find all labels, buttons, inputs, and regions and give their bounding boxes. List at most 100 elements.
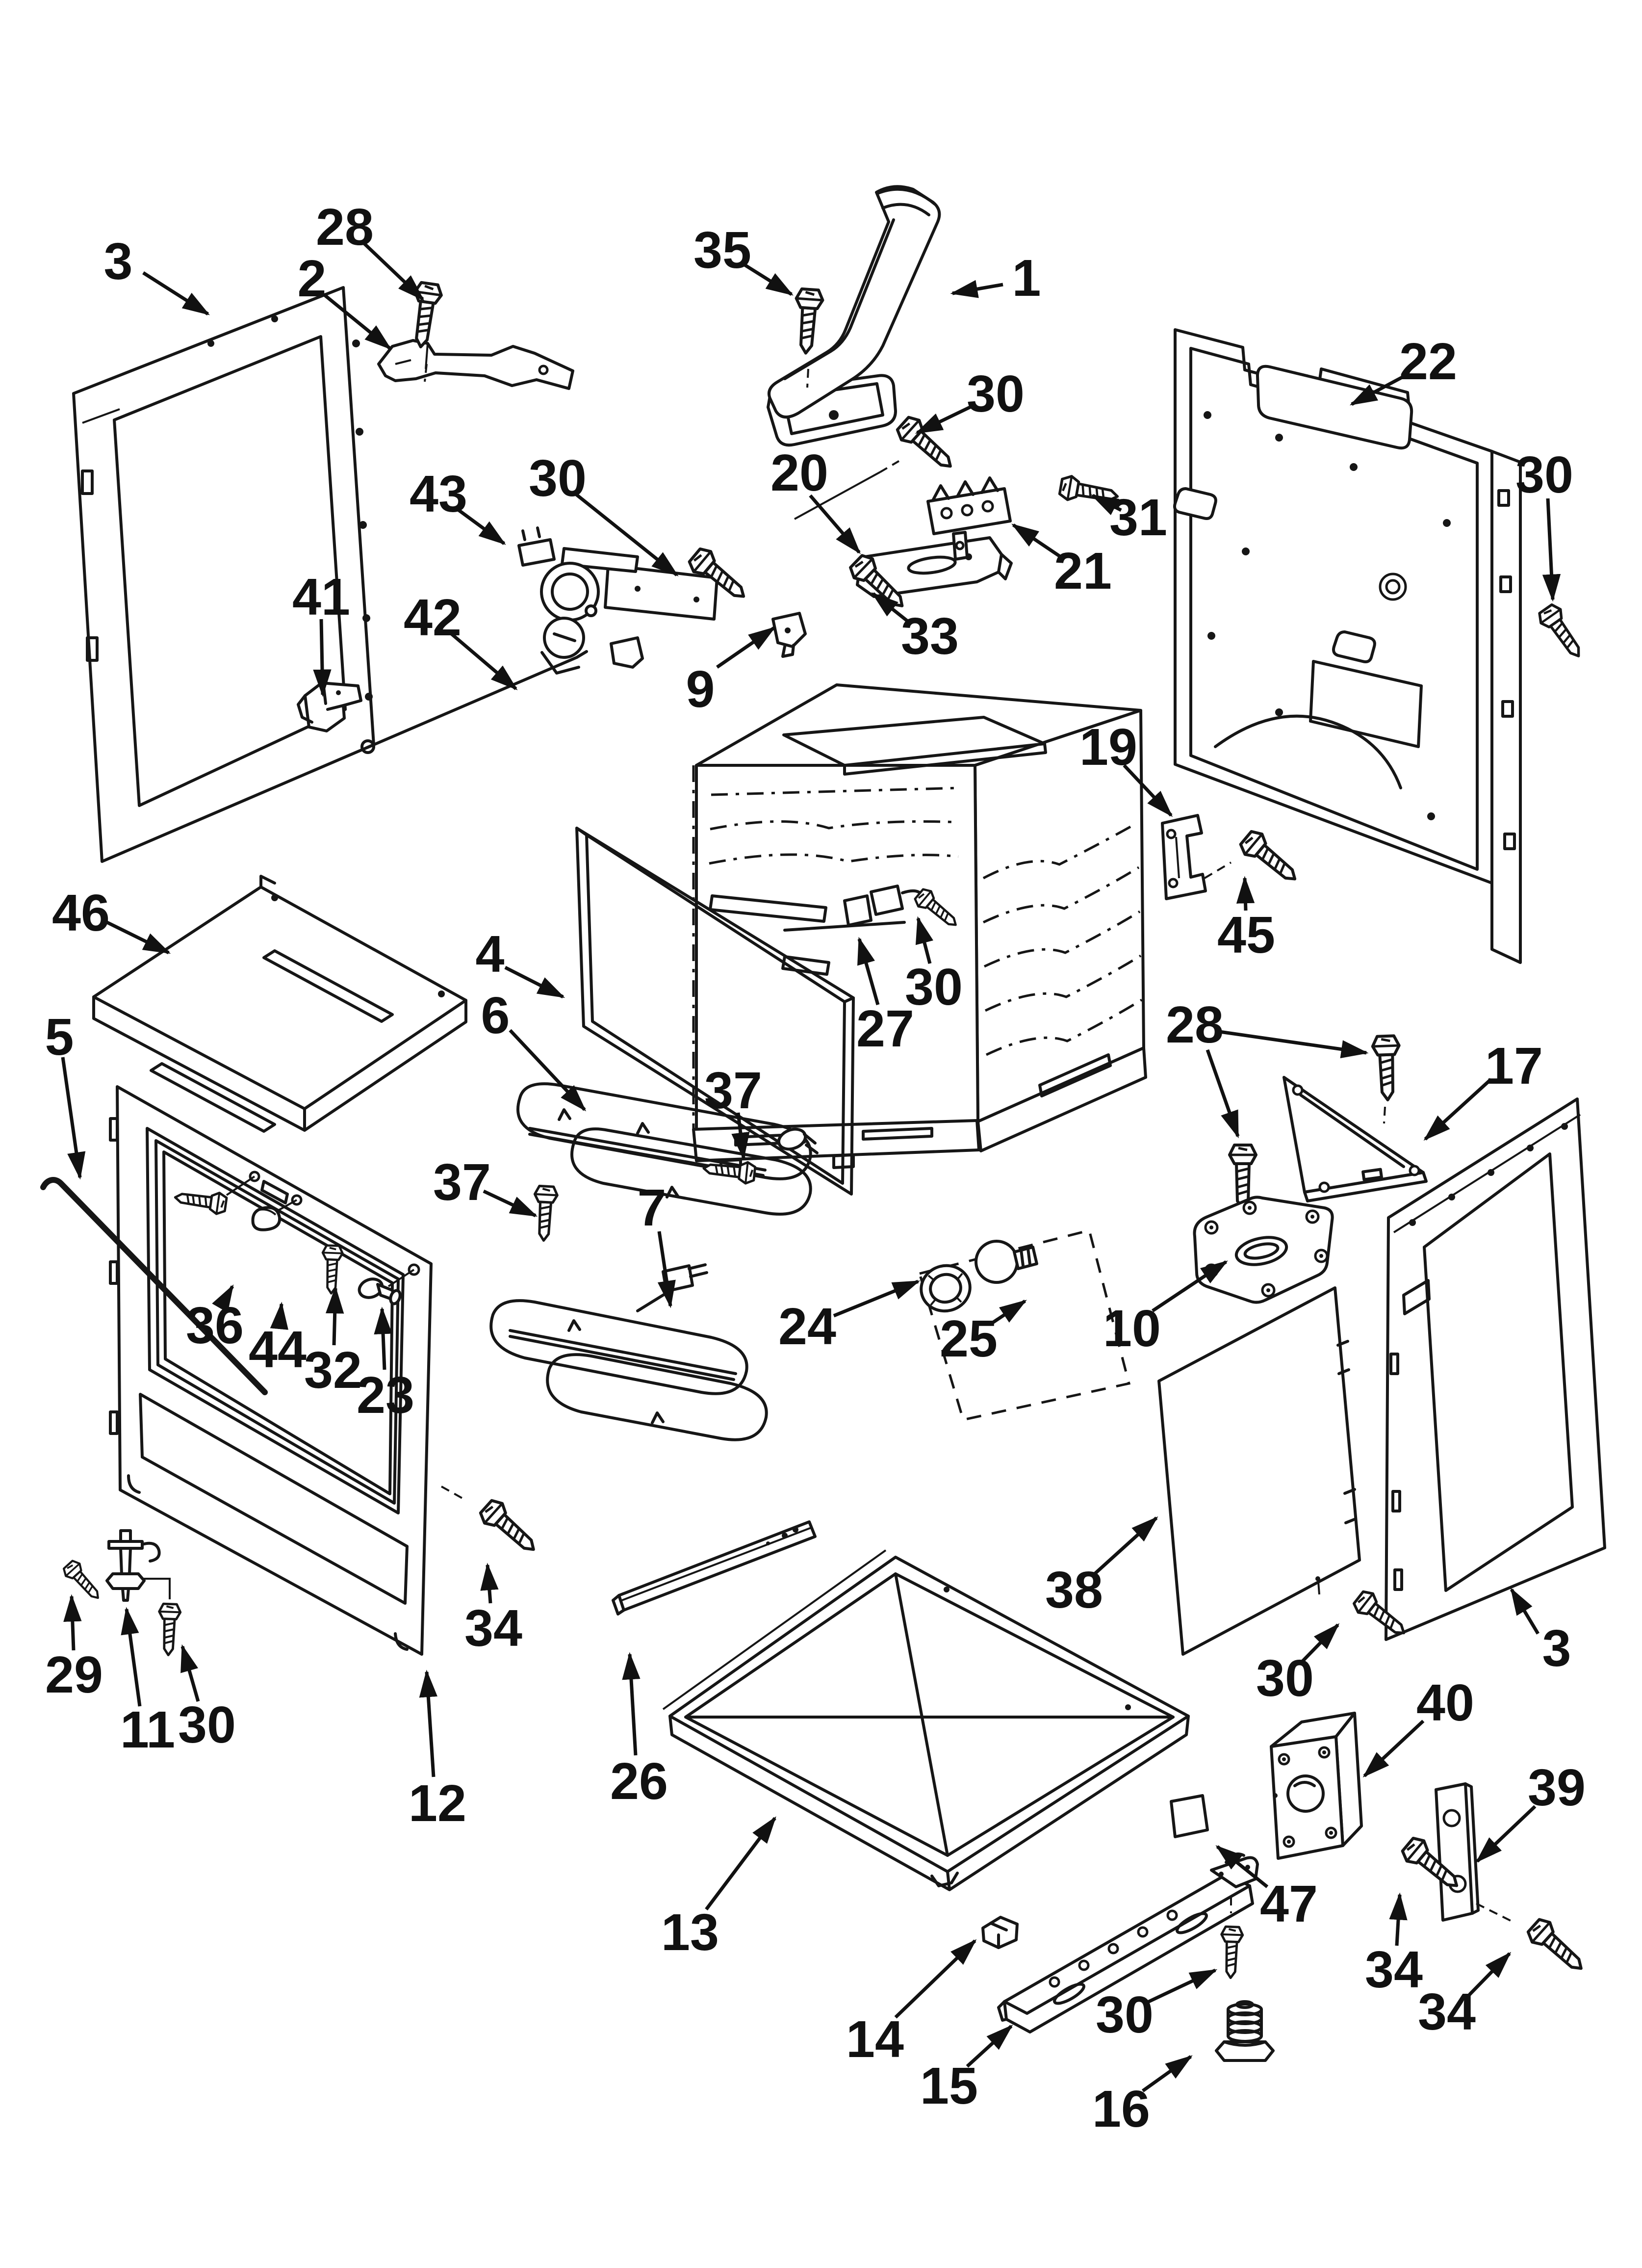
callout-number-16: 16 <box>1092 2080 1150 2138</box>
callout-number-6: 6 <box>481 987 510 1044</box>
callout-number-30: 30 <box>1515 446 1573 504</box>
callout-arrow-4 <box>504 965 565 999</box>
callout-arrow-29 <box>63 1594 82 1651</box>
callout-arrow-32 <box>326 1286 344 1346</box>
callout-32: 32 <box>304 1286 362 1399</box>
callout-arrow-30 <box>915 403 975 435</box>
callout-arrow-30 <box>180 1644 200 1702</box>
callout-arrow-3 <box>1510 1587 1540 1635</box>
callout-arrow-40 <box>1362 1720 1425 1778</box>
callout-arrow-28 <box>1206 1049 1240 1139</box>
callout-30: 30 <box>915 365 1025 435</box>
callout-23: 23 <box>357 1306 414 1424</box>
callout-28: 28 <box>316 198 425 301</box>
callout-13: 13 <box>661 1816 776 1961</box>
callout-11: 11 <box>120 1607 175 1759</box>
door-hinge-wire <box>40 1177 268 1395</box>
callout-arrow-41 <box>313 619 332 697</box>
callout-number-46: 46 <box>52 884 110 942</box>
callout-number-30: 30 <box>967 365 1025 423</box>
callout-30: 30 <box>1256 1623 1340 1707</box>
drawer-glide-rail <box>997 1852 1259 2033</box>
callout-number-25: 25 <box>940 1310 998 1368</box>
screw-29 <box>61 1559 105 1604</box>
callout-arrow-33 <box>871 592 913 626</box>
vent-duct <box>767 185 941 447</box>
callout-number-17: 17 <box>1485 1037 1543 1095</box>
callout-number-1: 1 <box>1012 249 1041 307</box>
callout-number-37: 37 <box>433 1153 491 1211</box>
callout-arrow-28 <box>360 240 425 301</box>
callout-arrow-43 <box>455 507 506 545</box>
callout-1: 1 <box>950 249 1041 307</box>
screw-37-left <box>533 1186 558 1241</box>
friction-pad <box>1170 1794 1209 1838</box>
callout-arrow-7 <box>657 1231 676 1308</box>
callout-22: 22 <box>1349 333 1457 406</box>
callout-number-4: 4 <box>476 925 505 983</box>
callout-arrow-37 <box>483 1189 538 1218</box>
callout-arrow-1 <box>950 280 1003 298</box>
callout-arrow-30 <box>915 916 934 964</box>
screw-28-brace <box>1372 1036 1401 1100</box>
callout-28: 28 <box>1166 996 1369 1139</box>
oven-cavity-liner <box>692 683 1147 1174</box>
screw-30-glide <box>1220 1927 1243 1978</box>
door-inner-panel <box>109 1085 433 1656</box>
callout-arrow-30 <box>1542 498 1561 602</box>
callout-4: 4 <box>476 925 565 999</box>
oven-sensor <box>783 885 924 932</box>
callout-42: 42 <box>404 589 518 691</box>
leveling-leg <box>105 1529 171 1602</box>
callout-number-12: 12 <box>409 1774 466 1832</box>
callout-arrow-16 <box>1141 2055 1193 2092</box>
callout-47: 47 <box>1215 1845 1318 1933</box>
callout-arrow-31 <box>1090 494 1122 516</box>
callout-45: 45 <box>1217 876 1275 964</box>
callout-30: 30 <box>1096 1968 1218 2044</box>
callout-10: 10 <box>1103 1260 1228 1357</box>
callout-arrow-34 <box>1389 1892 1408 1946</box>
light-lens <box>920 1264 972 1313</box>
callout-number-23: 23 <box>357 1366 414 1424</box>
plug-button-44 <box>251 1206 282 1231</box>
callout-arrow-34 <box>480 1563 499 1604</box>
callout-arrow-34 <box>1468 1952 1512 1996</box>
anti-tip-block <box>1270 1712 1363 1860</box>
callout-3: 3 <box>1510 1587 1571 1677</box>
callout-arrow-24 <box>833 1279 921 1318</box>
callout-number-39: 39 <box>1528 1759 1586 1817</box>
callout-arrow-26 <box>622 1652 641 1756</box>
callout-number-3: 3 <box>1542 1619 1571 1677</box>
callout-number-43: 43 <box>410 465 467 523</box>
corner-brace <box>1283 1076 1428 1202</box>
callout-number-13: 13 <box>661 1903 719 1961</box>
callout-number-10: 10 <box>1103 1300 1161 1357</box>
callout-arrow-38 <box>1093 1516 1158 1575</box>
top-bracket <box>377 339 574 390</box>
callout-arrow-20 <box>809 494 861 554</box>
callout-33: 33 <box>871 592 959 665</box>
callout-41: 41 <box>292 568 350 697</box>
callout-6: 6 <box>481 987 587 1112</box>
spacer-plate <box>1435 1782 1480 1922</box>
callout-arrow-5 <box>61 1057 86 1180</box>
callout-number-19: 19 <box>1079 718 1137 776</box>
callout-17: 17 <box>1423 1037 1543 1141</box>
callout-30: 30 <box>178 1644 236 1754</box>
door-latch-motor-assembly <box>517 526 718 675</box>
callout-number-28: 28 <box>1166 996 1224 1054</box>
hinge-support-plate <box>1193 1196 1334 1304</box>
callout-arrow-37 <box>731 1112 750 1160</box>
callout-number-9: 9 <box>686 660 715 718</box>
screw-45 <box>1237 828 1303 889</box>
base-pan <box>662 1549 1190 1891</box>
callout-arrow-30 <box>1299 1623 1340 1665</box>
screw-30-leg <box>158 1604 181 1655</box>
callout-number-15: 15 <box>920 2057 978 2115</box>
callout-arrow-19 <box>1123 764 1173 817</box>
grommet-23 <box>358 1277 402 1305</box>
callout-34: 34 <box>464 1563 522 1657</box>
callout-arrow-9 <box>716 626 776 669</box>
callout-number-11: 11 <box>120 1701 175 1759</box>
